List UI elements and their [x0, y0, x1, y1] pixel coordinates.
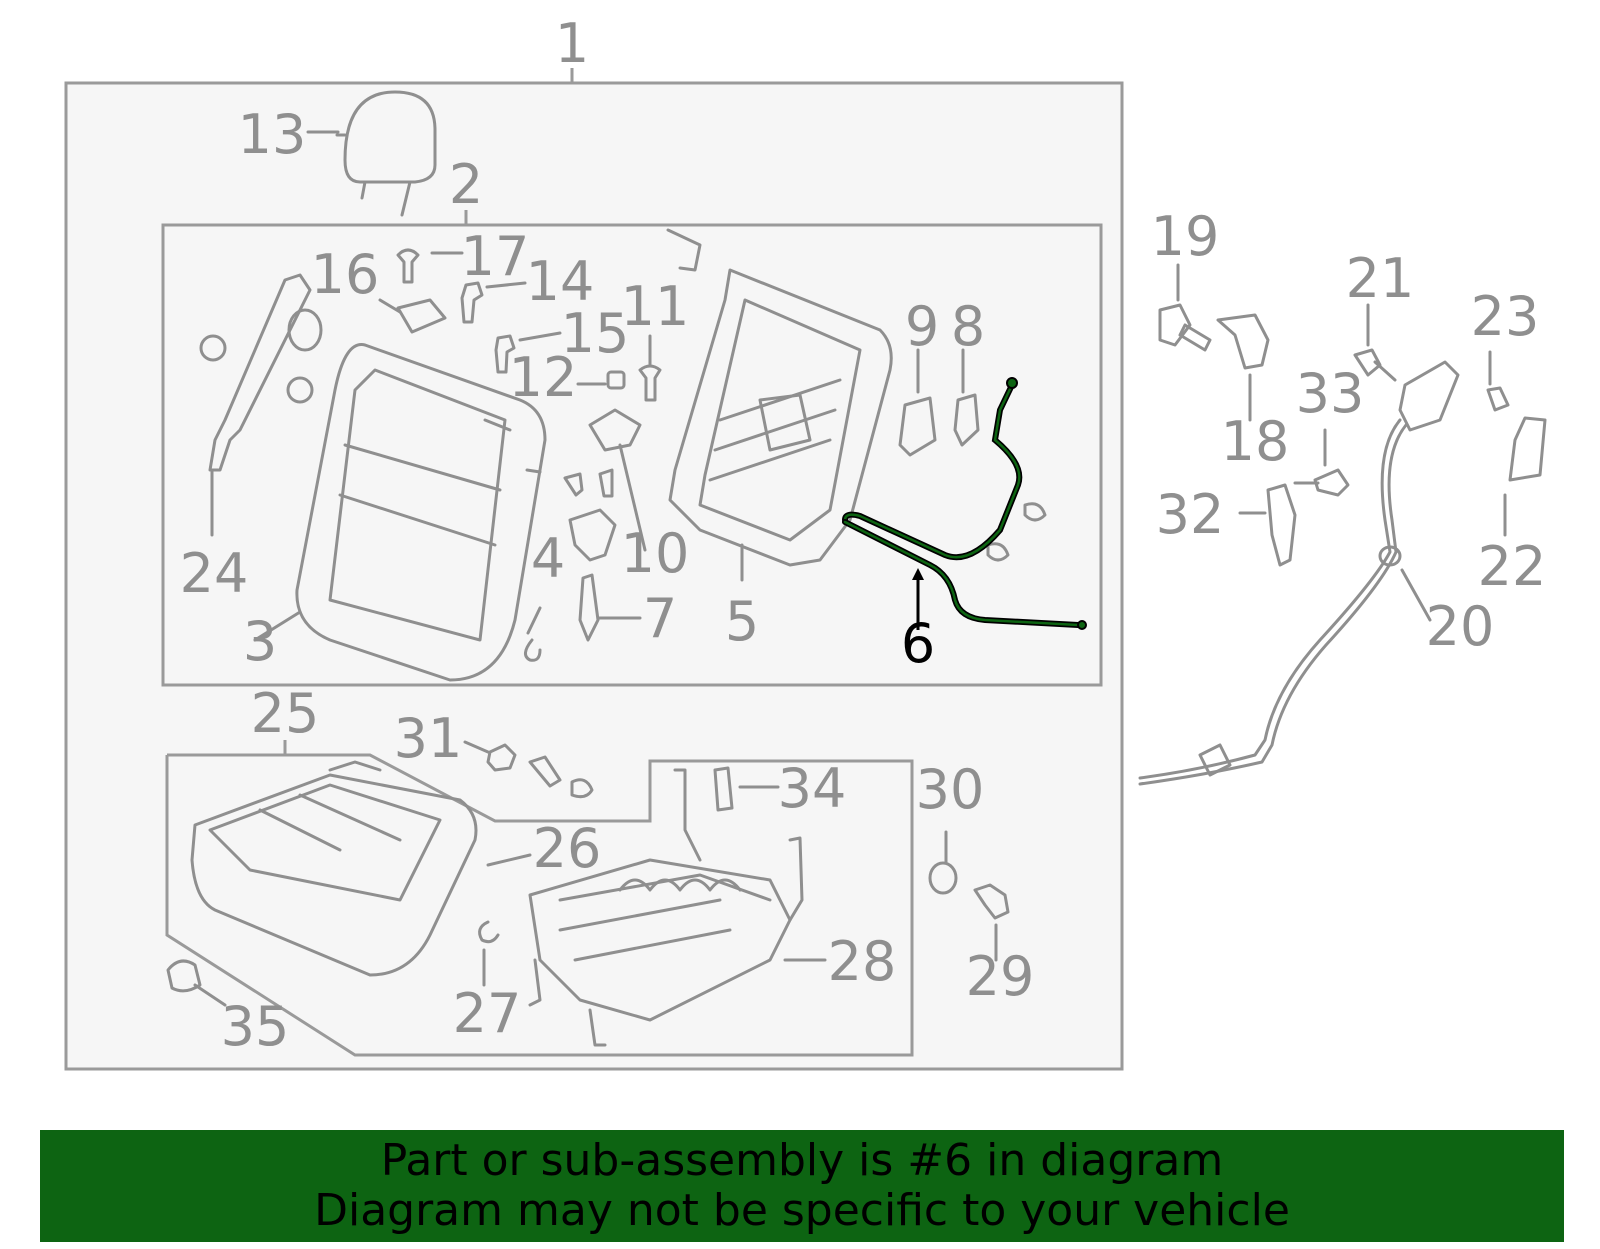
headrest-part	[335, 90, 437, 217]
callout-32: 32	[1156, 483, 1225, 546]
callout-12: 12	[509, 346, 578, 409]
callout-10: 10	[621, 522, 690, 585]
callout-28: 28	[828, 930, 897, 993]
callout-29: 29	[966, 945, 1035, 1008]
recliner-parts	[1138, 263, 1547, 786]
seatback-frame-part	[666, 228, 893, 582]
clip-34	[713, 766, 734, 812]
info-banner: Part or sub-assembly is #6 in diagram Di…	[40, 1130, 1564, 1242]
callout-13: 13	[238, 103, 307, 166]
banner-line-2: Diagram may not be specific to your vehi…	[314, 1185, 1290, 1236]
callout-25: 25	[251, 682, 320, 745]
callout-8: 8	[951, 295, 985, 358]
seatback-frame	[161, 223, 1103, 687]
callout-23: 23	[1471, 285, 1540, 348]
callout-7: 7	[643, 587, 677, 650]
callout-11: 11	[621, 275, 690, 338]
callout-26: 26	[533, 817, 602, 880]
fasteners-upper	[396, 248, 662, 662]
seat-frame-part	[528, 768, 827, 1047]
cap-35	[166, 959, 202, 993]
callout-21: 21	[1346, 247, 1415, 310]
callout-16: 16	[311, 243, 380, 306]
callout-17: 17	[461, 225, 530, 288]
callout-22: 22	[1478, 535, 1547, 598]
leader-lines	[306, 130, 652, 754]
callout-19: 19	[1151, 205, 1220, 268]
seatbelt-part	[199, 273, 323, 537]
clip-27	[478, 920, 500, 944]
callout-18: 18	[1221, 410, 1290, 473]
callout-14: 14	[526, 250, 595, 313]
callout-4: 4	[531, 527, 565, 590]
callout-5: 5	[725, 590, 759, 653]
callout-9: 9	[905, 295, 939, 358]
callout-33: 33	[1296, 362, 1365, 425]
cushion-frame	[165, 753, 914, 1057]
banner-line-1: Part or sub-assembly is #6 in diagram	[380, 1135, 1224, 1186]
cable-part-6	[842, 377, 1087, 630]
callout-20: 20	[1426, 595, 1495, 658]
brackets-8-9	[898, 348, 1047, 562]
callout-15: 15	[561, 302, 630, 365]
callout-24: 24	[180, 542, 249, 605]
callout-3: 3	[243, 610, 277, 673]
callout-27: 27	[453, 982, 522, 1045]
callout-35: 35	[221, 995, 290, 1058]
callout-34: 34	[778, 757, 847, 820]
callout-31: 31	[394, 707, 463, 770]
callout-1: 1	[555, 12, 589, 75]
callout-6: 6	[901, 612, 935, 675]
seat-cushion-part	[190, 760, 532, 977]
seatback-cover-part	[253, 343, 547, 682]
callout-2: 2	[449, 153, 483, 216]
fasteners-31	[486, 743, 594, 799]
callout-30: 30	[916, 758, 985, 821]
fasteners-29-30	[928, 830, 1010, 962]
